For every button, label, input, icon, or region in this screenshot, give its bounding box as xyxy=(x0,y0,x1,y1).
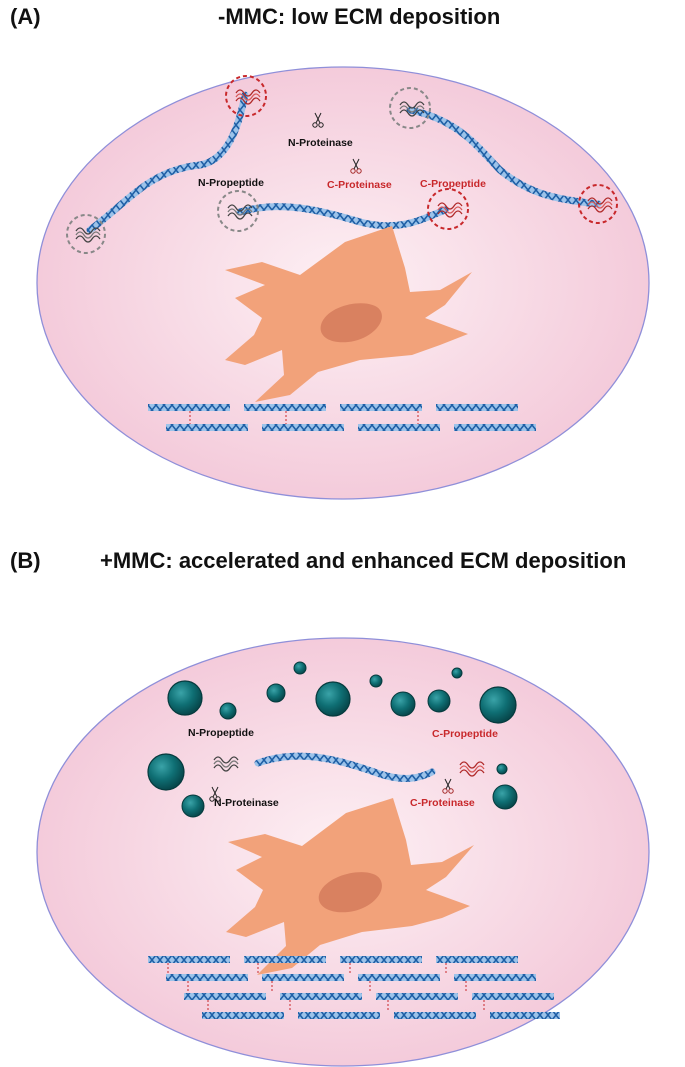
procollagen-strand-2 xyxy=(236,203,449,230)
cell-nucleus xyxy=(320,303,382,343)
c-proteinase-label: C-Proteinase xyxy=(410,797,475,809)
n-propeptide-label: N-Propeptide xyxy=(188,727,254,739)
panel-a-letter: (A) xyxy=(10,4,41,29)
panel-b-title: +MMC: accelerated and enhanced ECM depos… xyxy=(100,548,627,573)
collagen-fibrils-dense xyxy=(148,956,560,1019)
n-propeptide-circle xyxy=(389,87,431,129)
c-propeptide-circle xyxy=(578,184,618,224)
n-proteinase-label: N-Proteinase xyxy=(214,797,279,809)
n-propeptide-label: N-Propeptide xyxy=(198,177,264,189)
collagen-fibrils xyxy=(148,404,536,431)
n-propeptide-circle xyxy=(66,214,106,254)
cell-nucleus xyxy=(318,872,382,913)
c-propeptide-label: C-Propeptide xyxy=(420,178,486,190)
procollagen-strand-3 xyxy=(406,106,602,208)
panel-b-letter: (B) xyxy=(10,548,41,573)
c-propeptide-circle xyxy=(427,188,469,230)
c-propeptide-label: C-Propeptide xyxy=(432,728,498,740)
n-propeptide-circle xyxy=(217,190,259,232)
tropocollagen-strand xyxy=(254,752,436,782)
procollagen-strand-1 xyxy=(86,91,249,234)
panel-a-title: -MMC: low ECM deposition xyxy=(218,4,501,29)
n-proteinase-label: N-Proteinase xyxy=(288,137,353,149)
c-proteinase-label: C-Proteinase xyxy=(327,179,392,191)
mmc-macromolecules xyxy=(147,661,518,818)
c-propeptide-circle xyxy=(225,75,267,117)
